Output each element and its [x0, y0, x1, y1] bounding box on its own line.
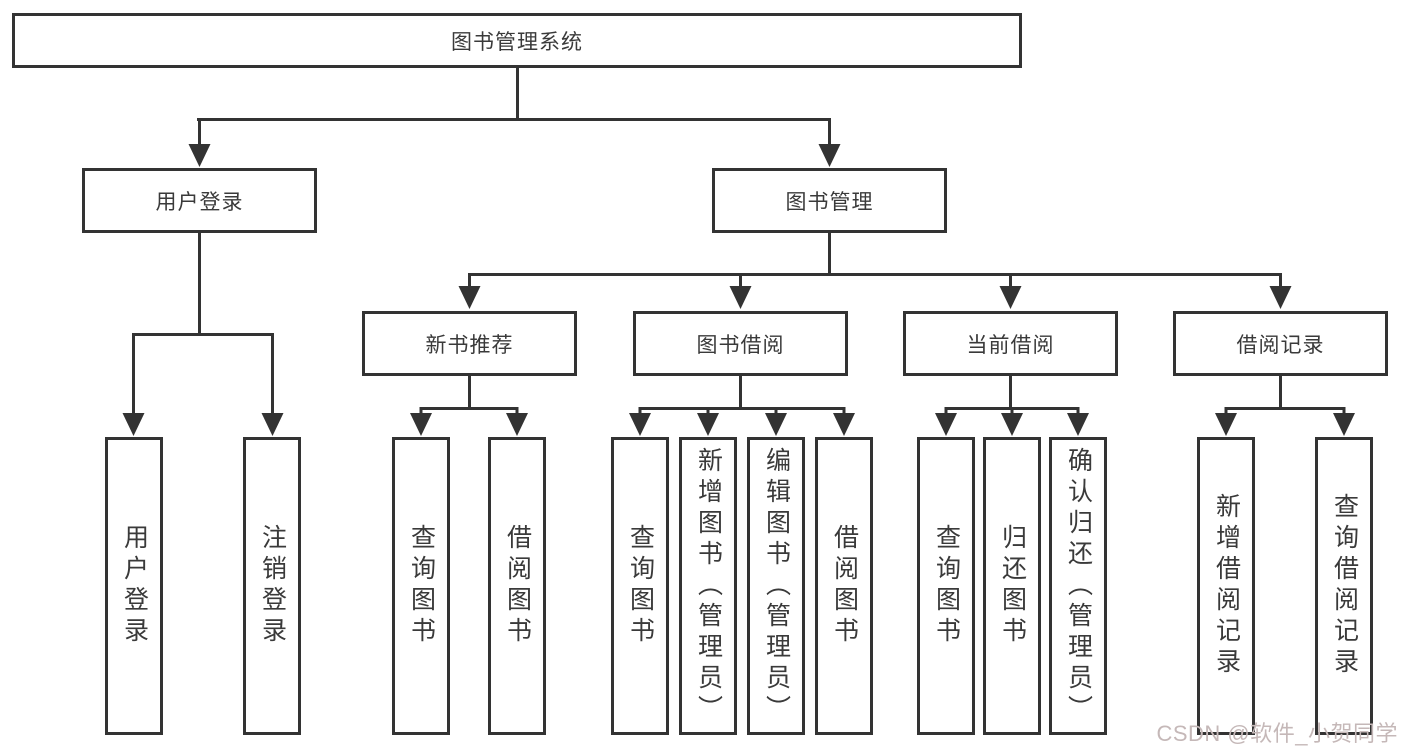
leaf-query-book-current: 查询图书 [917, 437, 975, 735]
node-book-management-label: 图书管理 [785, 190, 874, 214]
node-library-system-label: 图书管理系统 [451, 30, 583, 54]
leaf-add-book-admin-label: 新增图书（管理员） [694, 446, 723, 726]
leaf-logout-label: 注销登录 [258, 524, 287, 648]
leaf-borrow-book-recommend: 借阅图书 [488, 437, 546, 735]
leaf-add-book-admin: 新增图书（管理员） [679, 437, 737, 735]
leaf-logout: 注销登录 [243, 437, 301, 735]
node-new-book-recommend: 新书推荐 [362, 311, 577, 376]
leaf-borrow-book-label: 借阅图书 [830, 524, 859, 648]
leaf-borrow-book-recommend-label: 借阅图书 [503, 524, 532, 648]
node-current-borrow: 当前借阅 [903, 311, 1118, 376]
leaf-borrow-book: 借阅图书 [815, 437, 873, 735]
leaf-return-book: 归还图书 [983, 437, 1041, 735]
leaf-return-book-label: 归还图书 [998, 524, 1027, 648]
watermark: CSDN @软件_小贺同学 [1156, 721, 1398, 746]
leaf-query-book-recommend: 查询图书 [392, 437, 450, 735]
node-user-login: 用户登录 [82, 168, 317, 233]
node-borrow-records: 借阅记录 [1173, 311, 1388, 376]
leaf-confirm-return-admin: 确认归还（管理员） [1049, 437, 1107, 735]
leaf-confirm-return-admin-label: 确认归还（管理员） [1064, 446, 1093, 726]
node-new-book-recommend-label: 新书推荐 [425, 333, 514, 357]
leaf-query-book-borrow-label: 查询图书 [626, 524, 655, 648]
leaf-query-book-borrow: 查询图书 [611, 437, 669, 735]
node-book-borrow: 图书借阅 [633, 311, 848, 376]
leaf-query-book-current-label: 查询图书 [932, 524, 961, 648]
leaf-query-borrow-record-label: 查询借阅记录 [1330, 493, 1359, 679]
leaf-edit-book-admin-label: 编辑图书（管理员） [762, 446, 791, 726]
node-user-login-label: 用户登录 [155, 190, 244, 214]
leaf-add-borrow-record: 新增借阅记录 [1197, 437, 1255, 735]
node-current-borrow-label: 当前借阅 [966, 333, 1055, 357]
leaf-query-borrow-record: 查询借阅记录 [1315, 437, 1373, 735]
leaf-add-borrow-record-label: 新增借阅记录 [1212, 493, 1241, 679]
node-book-management: 图书管理 [712, 168, 947, 233]
node-borrow-records-label: 借阅记录 [1236, 333, 1325, 357]
leaf-query-book-recommend-label: 查询图书 [407, 524, 436, 648]
node-book-borrow-label: 图书借阅 [696, 333, 785, 357]
leaf-user-login: 用户登录 [105, 437, 163, 735]
node-library-system: 图书管理系统 [12, 13, 1022, 68]
leaf-user-login-label: 用户登录 [120, 524, 149, 648]
leaf-edit-book-admin: 编辑图书（管理员） [747, 437, 805, 735]
